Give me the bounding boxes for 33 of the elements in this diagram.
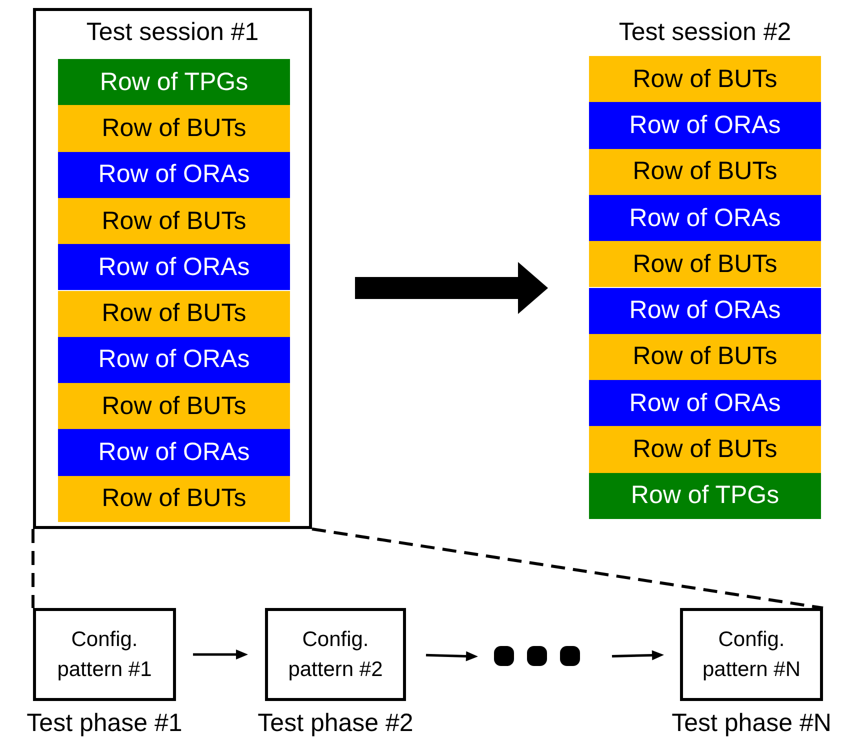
row-bar: Row of BUTs	[589, 334, 821, 380]
row-bar: Row of TPGs	[58, 59, 290, 106]
process-box: Config. pattern #N	[680, 608, 823, 701]
row-bar: Row of ORAs	[589, 102, 821, 149]
row-bar: Row of BUTs	[58, 476, 290, 522]
arrow	[426, 651, 478, 662]
row-bar: Row of ORAs	[58, 152, 290, 198]
row-bar: Row of ORAs	[589, 380, 821, 426]
row-bar: Row of ORAs	[589, 288, 821, 334]
arrow	[355, 262, 548, 314]
row-bar: Row of BUTs	[58, 105, 290, 152]
row-bar: Row of BUTs	[589, 56, 821, 102]
row-bar: Row of ORAs	[58, 244, 290, 290]
row-bar: Row of BUTs	[589, 426, 821, 473]
session-heading: Test session #1	[86, 18, 259, 46]
arrow	[193, 650, 248, 660]
row-bar: Row of ORAs	[58, 336, 290, 384]
session-frame	[33, 8, 312, 529]
row-bar: Row of BUTs	[589, 241, 821, 288]
row-bar: Row of BUTs	[58, 383, 290, 430]
row-bar: Row of ORAs	[589, 194, 821, 242]
phase-label: Test phase #2	[258, 709, 414, 738]
row-bar: Row of TPGs	[589, 472, 821, 519]
arrow	[612, 650, 664, 660]
phase-label: Test phase #1	[26, 709, 182, 738]
phase-label: Test phase #N	[672, 709, 832, 738]
process-box: Config. pattern #1	[33, 608, 176, 701]
row-bar: Row of ORAs	[58, 429, 290, 476]
row-bar: Row of BUTs	[58, 290, 290, 337]
process-box: Config. pattern #2	[265, 608, 406, 701]
row-bar: Row of BUTs	[589, 148, 821, 195]
session-heading: Test session #2	[618, 18, 792, 46]
row-bar: Row of BUTs	[58, 198, 290, 244]
